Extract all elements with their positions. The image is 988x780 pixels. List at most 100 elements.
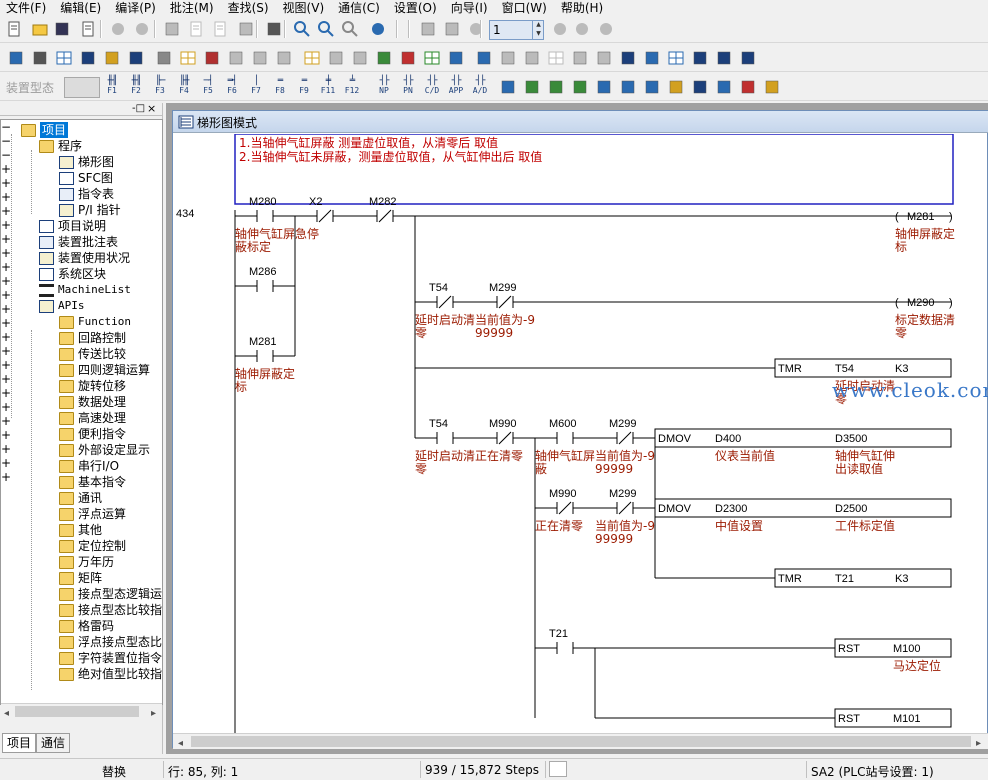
tool2-icon-13[interactable]: [326, 48, 346, 68]
ladder-key-14[interactable]: ┤├APP: [446, 77, 466, 98]
contact-m990[interactable]: [535, 501, 595, 515]
instruction-box-tmr[interactable]: [774, 568, 952, 588]
expand-icon[interactable]: +: [1, 386, 12, 400]
contact-m990[interactable]: [475, 431, 535, 445]
paste-icon[interactable]: [210, 19, 230, 39]
tool3-icon-4[interactable]: [594, 77, 614, 97]
contact-m286[interactable]: [235, 280, 295, 292]
contact-m299[interactable]: [595, 501, 655, 515]
ladder-key-3[interactable]: ╟╫F4: [174, 77, 194, 98]
expand-icon[interactable]: +: [1, 330, 12, 344]
tree-node[interactable]: 传送比较: [59, 346, 126, 362]
expand-icon[interactable]: +: [1, 428, 12, 442]
tool3-icon-3[interactable]: [570, 77, 590, 97]
expand-icon[interactable]: +: [1, 204, 12, 218]
step-input[interactable]: 1: [489, 20, 544, 40]
tree-node[interactable]: 万年历: [59, 554, 114, 570]
tree-node[interactable]: 串行I/O: [59, 458, 119, 474]
expand-icon[interactable]: +: [1, 358, 12, 372]
tree-node[interactable]: 基本指令: [59, 474, 126, 490]
tree-node[interactable]: 系统区块: [39, 266, 106, 282]
menu-item-9[interactable]: 窗口(W): [501, 1, 547, 15]
tree-node[interactable]: 浮点接点型态比: [59, 634, 162, 650]
tool3-icon-1[interactable]: [522, 77, 542, 97]
menu-item-10[interactable]: 帮助(H): [560, 1, 604, 15]
contact-m282[interactable]: [355, 209, 415, 223]
contact-m299[interactable]: [595, 431, 655, 445]
tree-node[interactable]: APIs: [39, 298, 85, 314]
expand-icon[interactable]: +: [1, 246, 12, 260]
tool2-icon-21[interactable]: [522, 48, 542, 68]
expand-icon[interactable]: +: [1, 302, 12, 316]
print-icon[interactable]: [78, 19, 98, 39]
tool2-icon-25[interactable]: [618, 48, 638, 68]
ladder-key-0[interactable]: ╫╢F1: [102, 77, 122, 98]
instruction-box-tmr[interactable]: [774, 358, 952, 378]
online-icon[interactable]: [442, 19, 462, 39]
expand-icon[interactable]: +: [1, 288, 12, 302]
tree-node[interactable]: 旋转位移: [59, 378, 126, 394]
tool2-icon-16[interactable]: [398, 48, 418, 68]
tool2-icon-24[interactable]: [594, 48, 614, 68]
tree-node[interactable]: 接点型态比较指: [59, 602, 162, 618]
contact-m281[interactable]: [235, 350, 295, 362]
expand-icon[interactable]: +: [1, 218, 12, 232]
tree-node[interactable]: 程序: [39, 138, 82, 154]
find-icon[interactable]: [340, 19, 360, 39]
save-icon[interactable]: [52, 19, 72, 39]
tool3-icon-7[interactable]: [666, 77, 686, 97]
expand-icon[interactable]: +: [1, 400, 12, 414]
expand-icon[interactable]: +: [1, 470, 12, 484]
tool2-icon-18[interactable]: [446, 48, 466, 68]
tree-node[interactable]: Function: [59, 314, 131, 330]
ladder-key-1[interactable]: ╫╢F2: [126, 77, 146, 98]
contact-m299[interactable]: [475, 295, 535, 309]
tool3-icon-2[interactable]: [546, 77, 566, 97]
tool2-icon-26[interactable]: [642, 48, 662, 68]
collapse-icon[interactable]: −: [1, 148, 12, 162]
tree-node[interactable]: SFC图: [59, 170, 113, 186]
expand-icon[interactable]: +: [1, 456, 12, 470]
contact-t54[interactable]: [415, 295, 475, 309]
tool2-icon-2[interactable]: [54, 48, 74, 68]
tree-node[interactable]: 四则逻辑运算: [59, 362, 150, 378]
undo-icon[interactable]: [108, 19, 128, 39]
collapse-icon[interactable]: −: [1, 120, 12, 134]
expand-icon[interactable]: +: [1, 316, 12, 330]
help-icon[interactable]: [368, 19, 388, 39]
tree-node[interactable]: 梯形图: [59, 154, 114, 170]
close-icon[interactable]: ×: [147, 102, 157, 115]
tool2-icon-4[interactable]: [102, 48, 122, 68]
tree-node[interactable]: 其他: [59, 522, 102, 538]
tree-node[interactable]: MachineList: [39, 282, 131, 298]
erase-icon[interactable]: [236, 19, 256, 39]
tool2-icon-19[interactable]: [474, 48, 494, 68]
tool3-icon-8[interactable]: [690, 77, 710, 97]
tool2-icon-29[interactable]: [714, 48, 734, 68]
menu-item-3[interactable]: 批注(M): [169, 1, 214, 15]
instruction-box-rst[interactable]: [834, 638, 952, 658]
instruction-box-dmov[interactable]: [654, 428, 952, 448]
expand-icon[interactable]: +: [1, 190, 12, 204]
expand-icon[interactable]: +: [1, 232, 12, 246]
tool2-icon-14[interactable]: [350, 48, 370, 68]
ladder-key-13[interactable]: ┤├C/D: [422, 77, 442, 98]
tree-node[interactable]: 装置使用状况: [39, 250, 130, 266]
contact-t21[interactable]: [535, 642, 595, 654]
zoom-out-icon[interactable]: [316, 19, 336, 39]
ladder-key-6[interactable]: │F7: [246, 77, 266, 98]
expand-icon[interactable]: +: [1, 274, 12, 288]
redo-icon[interactable]: [132, 19, 152, 39]
run-icon[interactable]: [596, 19, 616, 39]
link-icon[interactable]: [264, 19, 284, 39]
ladder-key-2[interactable]: ╟─F3: [150, 77, 170, 98]
collapse-icon[interactable]: −: [1, 134, 12, 148]
ladder-key-15[interactable]: ┤├A/D: [470, 77, 490, 98]
expand-icon[interactable]: +: [1, 344, 12, 358]
pin-icon[interactable]: -□: [132, 103, 146, 114]
menu-item-5[interactable]: 视图(V): [282, 1, 325, 15]
tool2-icon-6[interactable]: [154, 48, 174, 68]
tool2-icon-8[interactable]: [202, 48, 222, 68]
tool3-icon-0[interactable]: [498, 77, 518, 97]
